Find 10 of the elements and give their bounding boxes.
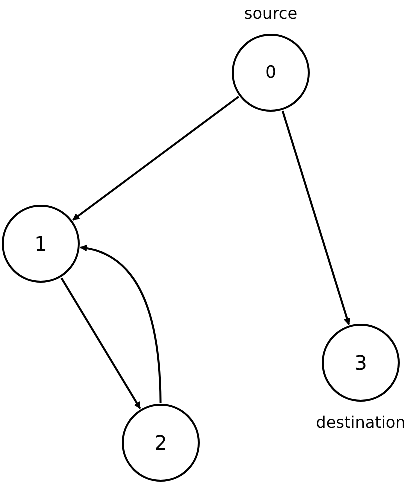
node-label: 3 <box>354 351 368 375</box>
node-label: 1 <box>34 232 48 256</box>
node-caption: destination <box>316 413 406 432</box>
arrow <box>282 110 351 326</box>
arrow <box>72 96 240 221</box>
arrow <box>80 245 162 404</box>
node-label: 0 <box>266 63 276 83</box>
arrow <box>60 278 142 410</box>
node-caption: source <box>244 4 298 23</box>
node-label: 2 <box>154 431 168 455</box>
